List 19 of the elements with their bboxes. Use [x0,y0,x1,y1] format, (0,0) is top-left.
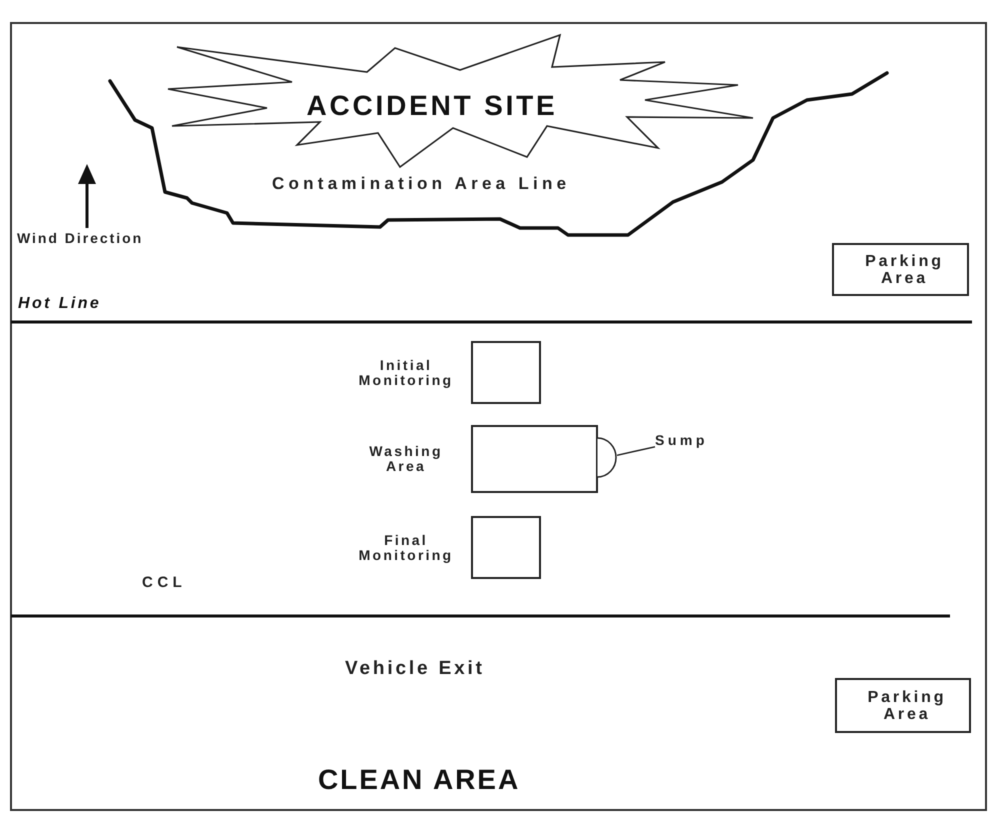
area-box [835,678,971,733]
line-label: Contamination Area Line [272,174,570,194]
leader-line [616,446,656,456]
box-label: Parking Area [865,252,944,286]
station-label: Final Monitoring [358,532,454,562]
area-box [832,243,969,296]
zone-label: Vehicle Exit [345,658,485,680]
station-label: Washing Area [369,444,443,474]
arrow-label: Wind Direction [17,230,144,246]
station-label: Initial Monitoring [358,358,454,388]
line-label: Hot Line [18,295,102,314]
callout-label: Sump [655,432,711,449]
station-box [471,516,541,579]
zone-label: CLEAN AREA [318,764,520,796]
station-box [471,341,541,404]
site-label: ACCIDENT SITE [306,90,558,122]
sump-symbol [597,437,617,478]
box-label: Parking Area [868,688,946,722]
line-label: CCL [142,574,186,592]
